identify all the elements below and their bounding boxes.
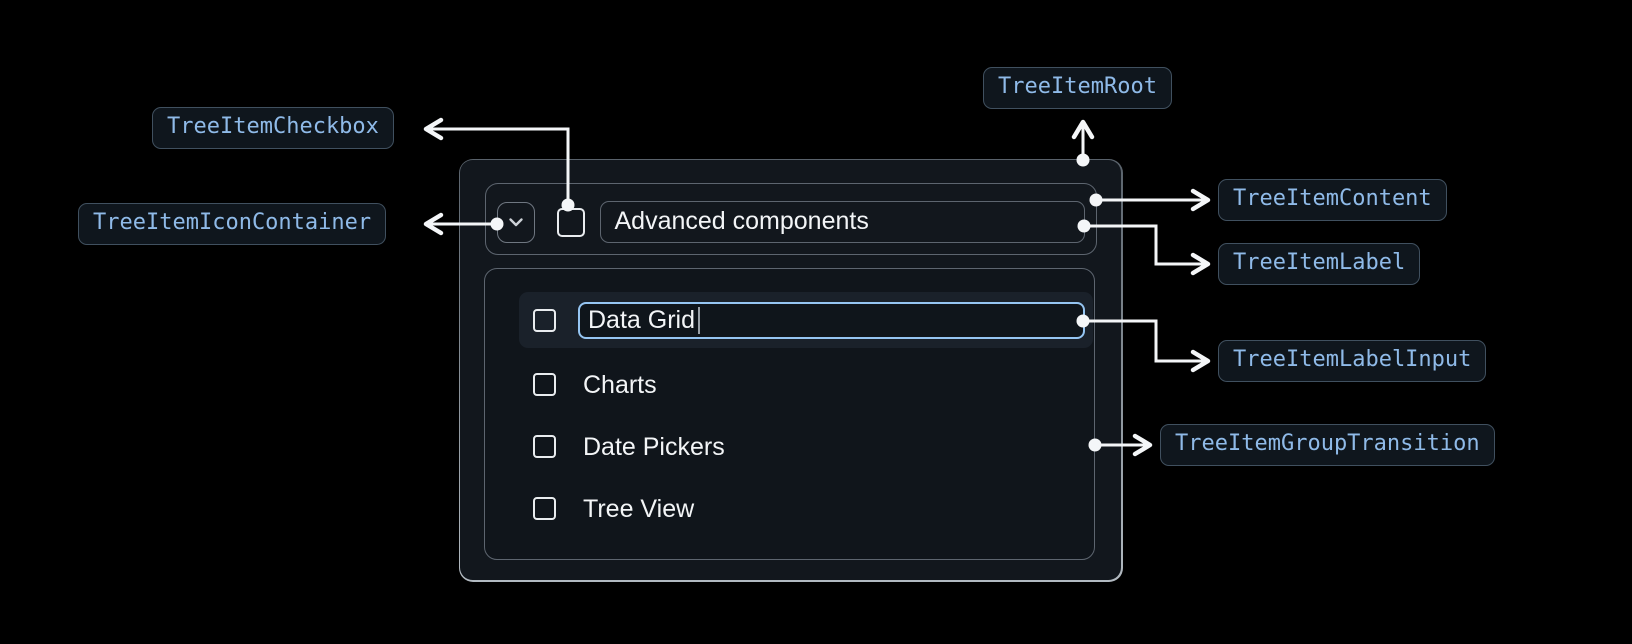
tree-item-label: Date Pickers <box>583 432 725 461</box>
badge-tree-item-checkbox: TreeItemCheckbox <box>152 107 394 149</box>
badge-tree-item-icon-container: TreeItemIconContainer <box>78 203 387 245</box>
arrowhead-icon-container <box>423 212 444 236</box>
arrowhead-content <box>1190 188 1211 212</box>
badge-tree-item-label: TreeItemLabel <box>1218 243 1421 285</box>
tree-item-row[interactable]: Date Pickers <box>485 419 1096 475</box>
arrowhead-label-input <box>1190 349 1211 373</box>
label-input-value: Data Grid <box>588 306 695 334</box>
badge-tree-item-group-transition: TreeItemGroupTransition <box>1160 424 1495 466</box>
tree-item-row-editing[interactable]: Data Grid <box>519 292 1093 348</box>
chevron-down-icon <box>504 210 528 234</box>
tree-item-root-outline: Advanced components Data Grid Charts <box>458 158 1123 582</box>
tree-item-checkbox[interactable] <box>533 373 556 396</box>
tree-item-label-input[interactable]: Data Grid <box>578 302 1085 339</box>
tree-item-row[interactable]: Charts <box>485 357 1096 413</box>
tree-item-label: Charts <box>583 370 657 399</box>
tree-item-checkbox[interactable] <box>533 309 556 332</box>
arrowhead-label <box>1190 252 1211 276</box>
arrowhead-root <box>1071 119 1095 140</box>
tree-item-label: Advanced components <box>599 200 1085 243</box>
text-caret <box>697 307 701 334</box>
tree-item-icon-container[interactable] <box>496 201 535 243</box>
tree-item-row[interactable]: Tree View <box>485 481 1096 537</box>
parent-item-label: Advanced components <box>614 207 869 235</box>
badge-tree-item-root: TreeItemRoot <box>983 67 1172 109</box>
arrowhead-group-transition <box>1132 433 1153 457</box>
tree-item-checkbox[interactable] <box>533 435 556 458</box>
badge-tree-item-label-input: TreeItemLabelInput <box>1218 340 1487 382</box>
badge-tree-item-content: TreeItemContent <box>1218 179 1447 221</box>
tree-item-group-transition: Data Grid Charts Date Pickers Tree View <box>484 268 1095 560</box>
arrowhead-checkbox <box>423 117 444 141</box>
tree-item-checkbox[interactable] <box>533 497 556 520</box>
tree-item-content[interactable]: Advanced components <box>485 183 1097 255</box>
tree-item-checkbox[interactable] <box>556 208 585 237</box>
tree-item-root: Advanced components Data Grid Charts <box>460 160 1121 580</box>
tree-item-label: Tree View <box>583 494 695 523</box>
